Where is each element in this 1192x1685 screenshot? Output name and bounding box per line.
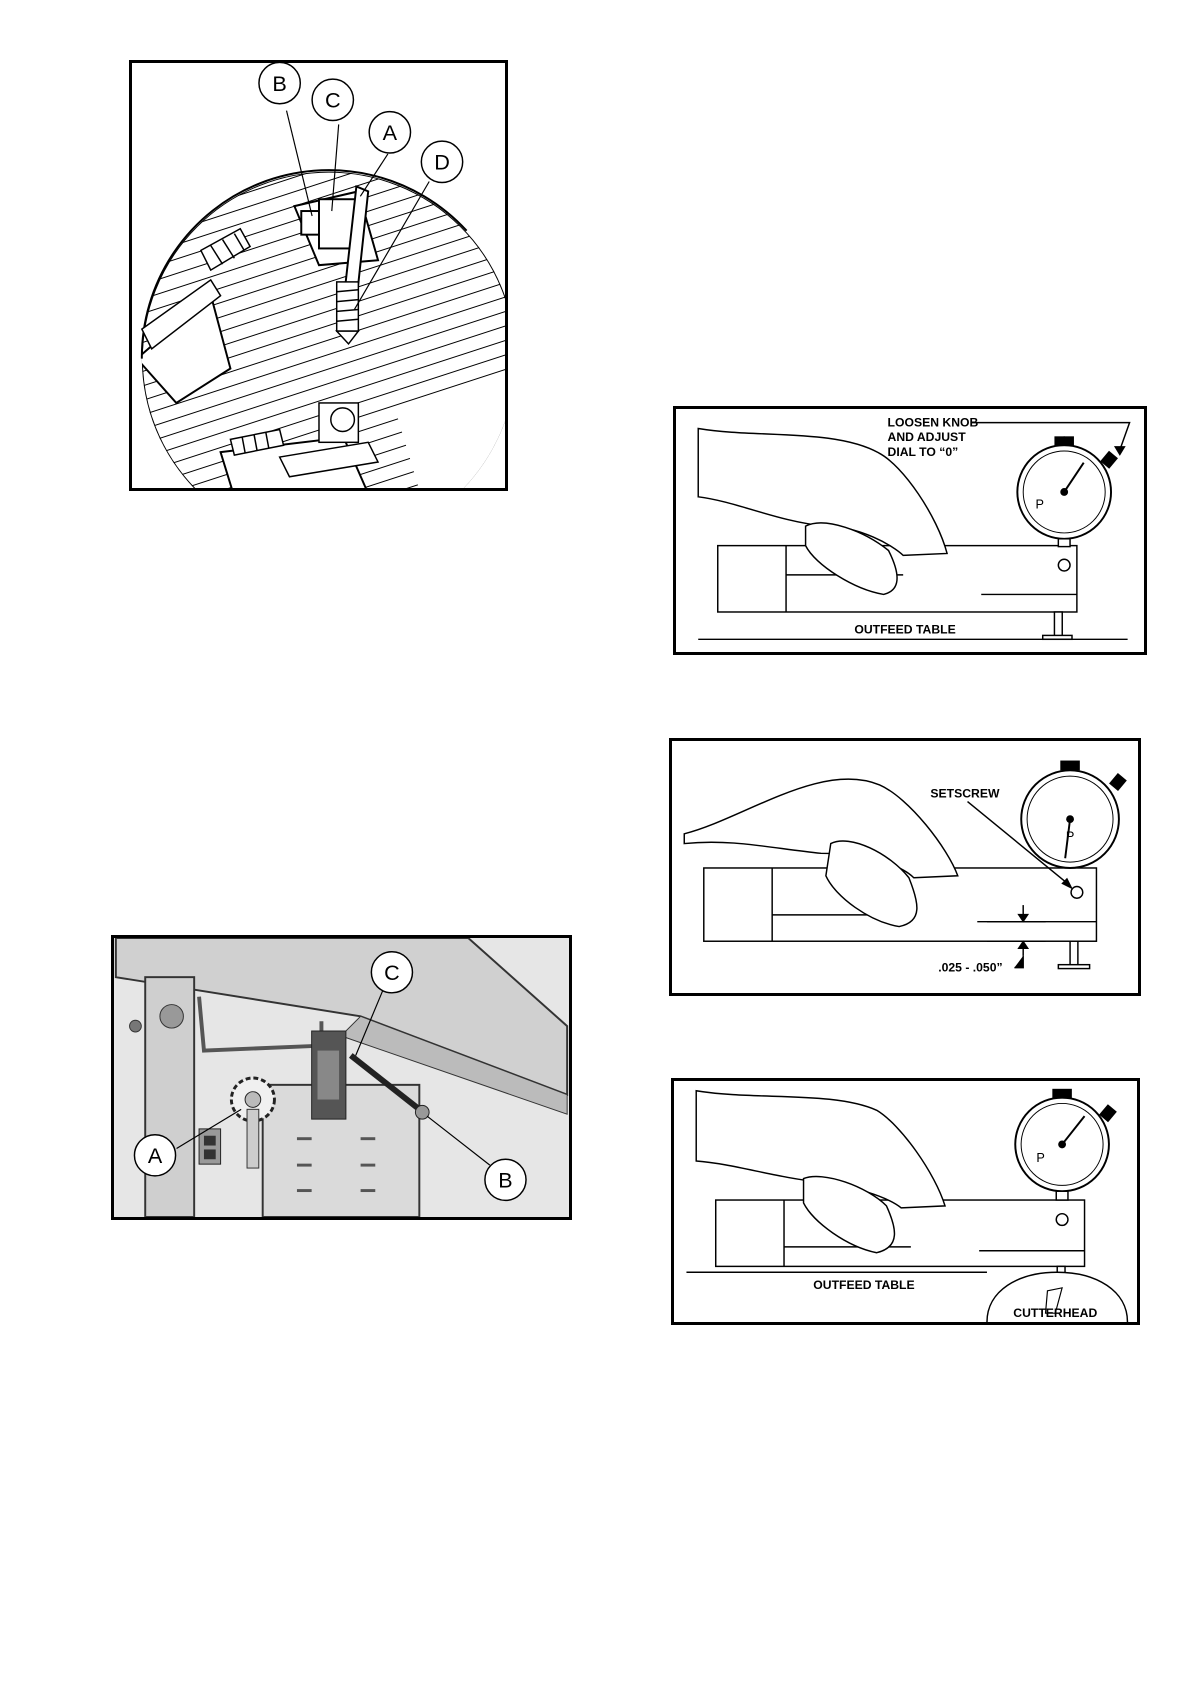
setscrew-gap-drawing: P SETSCREW .025 - .050” — [672, 741, 1138, 993]
svg-text:P: P — [1036, 498, 1044, 512]
callout-d: D — [434, 150, 450, 175]
label-loosen-line3: DIAL TO “0” — [888, 445, 959, 459]
figure-setscrew-gap: P SETSCREW .025 - .050” — [669, 738, 1141, 996]
dial-indicator: P — [1021, 761, 1127, 868]
callout-a: A — [148, 1144, 163, 1168]
figure-machine-controls: C A B — [111, 935, 572, 1220]
svg-text:P: P — [1036, 1151, 1044, 1165]
figure-cutterhead-knife-assembly: B C A D — [129, 60, 508, 491]
figure-dial-indicator-zero: P LOOSEN KNOB AND ADJUST DIAL TO “0” OUT… — [673, 406, 1147, 655]
figure-dial-on-cutterhead: P OUTFEED TABLE CUTTERHEAD — [671, 1078, 1140, 1325]
dial-zero-drawing: P LOOSEN KNOB AND ADJUST DIAL TO “0” OUT… — [676, 409, 1144, 652]
callout-c: C — [384, 961, 400, 985]
svg-text:P: P — [1066, 830, 1074, 844]
label-loosen-line1: LOOSEN KNOB — [888, 416, 979, 430]
label-gap-range: .025 - .050” — [938, 961, 1002, 975]
label-outfeed-table: OUTFEED TABLE — [854, 622, 955, 636]
dial-indicator: P — [1015, 1089, 1117, 1200]
label-loosen-line2: AND ADJUST — [888, 430, 967, 444]
cutterhead-cross-section-drawing: B C A D — [132, 63, 505, 488]
cutterhead-dial-drawing: P OUTFEED TABLE CUTTERHEAD — [674, 1081, 1137, 1322]
callout-a: A — [383, 120, 398, 145]
callout-b: B — [498, 1169, 512, 1193]
callout-b: B — [272, 71, 286, 96]
callout-c: C — [325, 88, 341, 113]
dial-indicator: P — [1017, 436, 1118, 546]
label-setscrew: SETSCREW — [930, 787, 1000, 801]
label-outfeed-table: OUTFEED TABLE — [813, 1278, 914, 1292]
machine-photo: C A B — [114, 938, 569, 1217]
label-cutterhead: CUTTERHEAD — [1013, 1306, 1097, 1320]
